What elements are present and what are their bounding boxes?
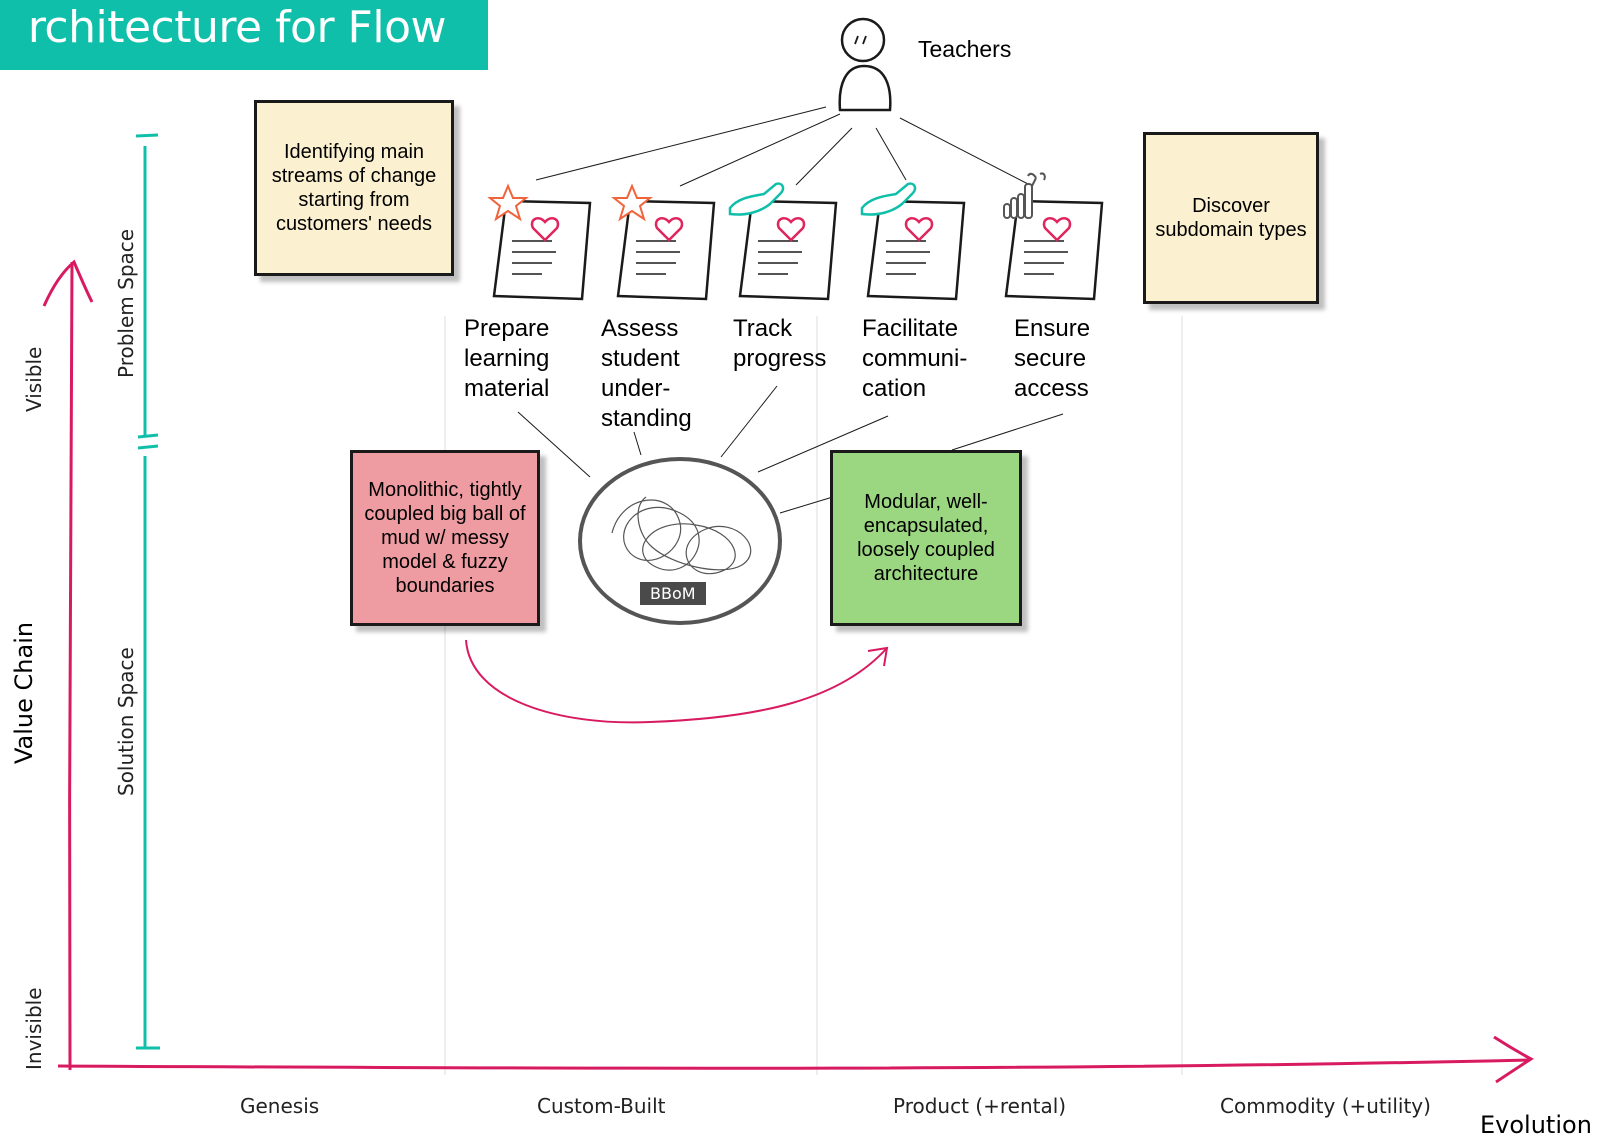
evolution-axis [57,1058,1531,1070]
note-modular: Modular, well-encapsulated, loosely coup… [830,450,1022,626]
need-doc-track [738,199,838,301]
problem-space-label: Problem Space [114,228,138,378]
value-chain-arrowhead [42,259,94,307]
migration-arrowhead [867,646,889,667]
tangle-scribble [611,496,752,575]
heart-icon [904,217,934,242]
star-icon [611,183,653,222]
evolution-arrowhead [1493,1035,1534,1084]
note-identifying: Identifying main streams of change start… [254,100,454,276]
handshake-icon [860,182,917,216]
heart-icon [776,217,806,242]
bbom-badge: BBoM [640,582,706,605]
title-banner: rchitecture for Flow [0,0,488,70]
heart-icon [654,217,684,242]
need-doc-ensure [1004,199,1104,301]
y-axis-bottom-label: Invisible [22,987,46,1071]
solution-space-bracket [136,444,160,1050]
stage-product: Product (+rental) [893,1094,1067,1118]
migration-arrow [465,639,888,724]
star-icon [487,183,529,222]
value-chain-axis [68,261,74,1071]
heart-icon [1042,217,1072,242]
solution-space-label: Solution Space [114,647,138,796]
page-title: rchitecture for Flow [27,2,447,53]
stage-custom-built: Custom-Built [537,1094,666,1118]
stick-figure-icon [838,17,892,112]
heart-icon [530,217,560,242]
need-doc-prepare [492,199,592,301]
bbom-component [578,457,782,625]
need-to-bbom-connectors [517,385,1064,514]
problem-space-bracket [135,133,159,439]
stage-commodity: Commodity (+utility) [1220,1094,1431,1118]
user-label: Teachers [918,36,1012,62]
teacher-connectors [535,106,1031,187]
need-doc-facilitate [866,199,966,301]
handshake-icon [728,182,785,216]
stage-genesis: Genesis [240,1094,320,1118]
need-doc-assess [616,199,716,301]
heart-icons [530,217,1072,242]
y-axis-top-label: Visible [22,346,46,412]
x-axis-title: Evolution [1480,1111,1592,1139]
wrench-hand-icon [1003,172,1046,219]
note-discover: Discover subdomain types [1143,132,1319,304]
y-axis-title: Value Chain [10,621,38,764]
note-monolithic: Monolithic, tightly coupled big ball of … [350,450,540,626]
